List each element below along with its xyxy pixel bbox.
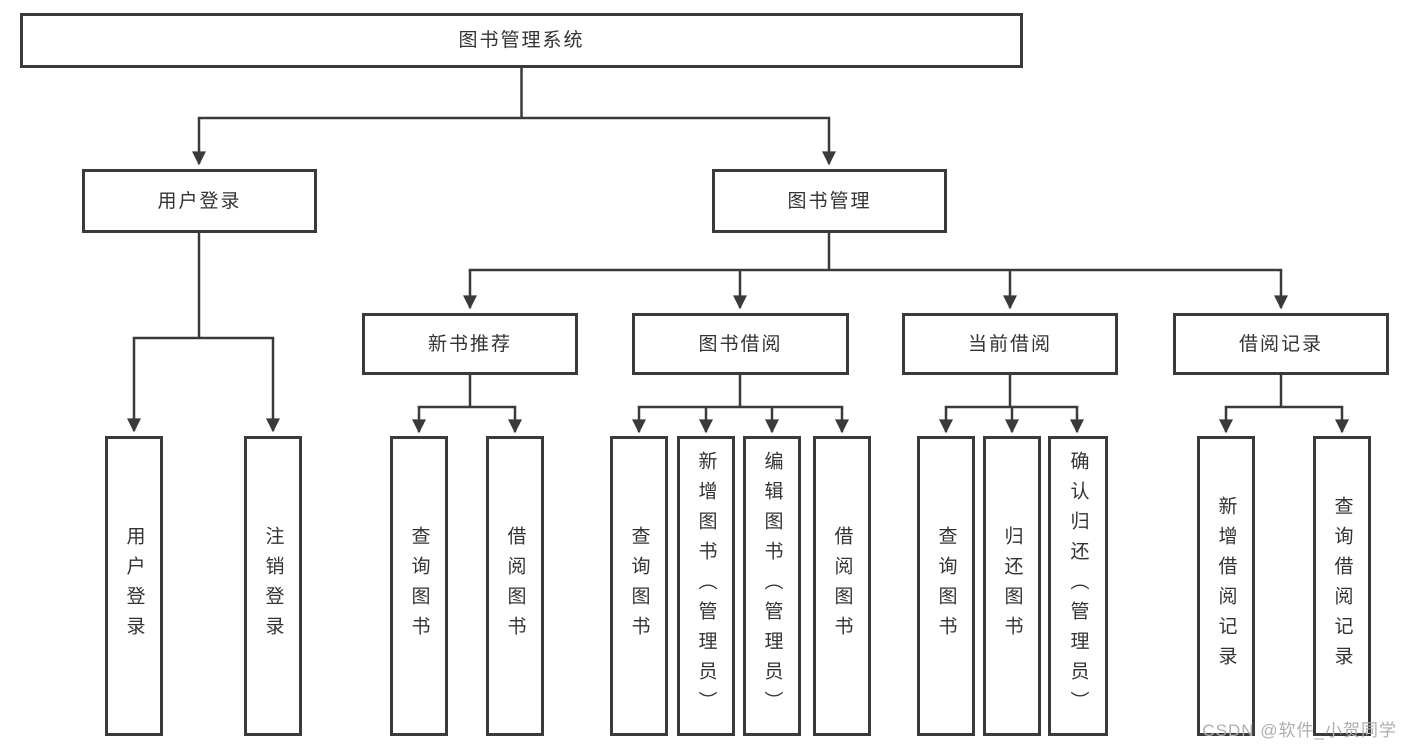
node-return-books: 归还图书: [983, 436, 1041, 736]
node-book-borrowing-label: 图书借阅: [698, 333, 783, 355]
watermark: CSDN @软件_小贺同学: [1202, 721, 1397, 740]
node-edit-book-admin-label: 编辑图书（管理员）: [761, 451, 783, 721]
node-return-books-label: 归还图书: [1001, 526, 1023, 646]
node-user-login-group: 用户登录: [82, 169, 317, 233]
node-query-books-borrowing: 查询图书: [610, 436, 668, 736]
node-query-books-recommend: 查询图书: [390, 436, 448, 736]
node-book-management-label: 图书管理: [787, 190, 872, 212]
node-book-management: 图书管理: [712, 169, 947, 233]
node-add-book-admin: 新增图书（管理员）: [677, 436, 735, 736]
node-borrow-books: 借阅图书: [813, 436, 871, 736]
node-new-book-recommend-label: 新书推荐: [427, 333, 512, 355]
node-borrow-books-recommend-label: 借阅图书: [504, 526, 526, 646]
node-borrow-books-label: 借阅图书: [831, 526, 853, 646]
node-logout: 注销登录: [244, 436, 302, 736]
node-borrow-books-recommend: 借阅图书: [486, 436, 544, 736]
node-query-borrow-record-label: 查询借阅记录: [1331, 496, 1353, 676]
node-query-books-current-label: 查询图书: [935, 526, 957, 646]
node-borrowing-records-label: 借阅记录: [1238, 333, 1323, 355]
node-user-login: 用户登录: [105, 436, 163, 736]
node-new-book-recommend: 新书推荐: [362, 313, 578, 375]
node-query-borrow-record: 查询借阅记录: [1313, 436, 1371, 736]
node-query-books-borrowing-label: 查询图书: [628, 526, 650, 646]
node-query-books-recommend-label: 查询图书: [408, 526, 430, 646]
node-user-login-label: 用户登录: [123, 526, 145, 646]
node-book-borrowing: 图书借阅: [632, 313, 849, 375]
node-edit-book-admin: 编辑图书（管理员）: [743, 436, 801, 736]
node-borrowing-records: 借阅记录: [1173, 313, 1389, 375]
node-confirm-return-admin: 确认归还（管理员）: [1048, 436, 1108, 736]
node-user-login-group-label: 用户登录: [157, 190, 242, 212]
node-logout-label: 注销登录: [262, 526, 284, 646]
node-current-borrowing: 当前借阅: [902, 313, 1118, 375]
node-add-borrow-record-label: 新增借阅记录: [1215, 496, 1237, 676]
node-add-book-admin-label: 新增图书（管理员）: [695, 451, 717, 721]
node-root: 图书管理系统: [20, 13, 1023, 68]
node-query-books-current: 查询图书: [917, 436, 975, 736]
node-confirm-return-admin-label: 确认归还（管理员）: [1067, 451, 1089, 721]
node-root-label: 图书管理系统: [458, 30, 585, 51]
node-current-borrowing-label: 当前借阅: [967, 333, 1052, 355]
node-add-borrow-record: 新增借阅记录: [1197, 436, 1255, 736]
